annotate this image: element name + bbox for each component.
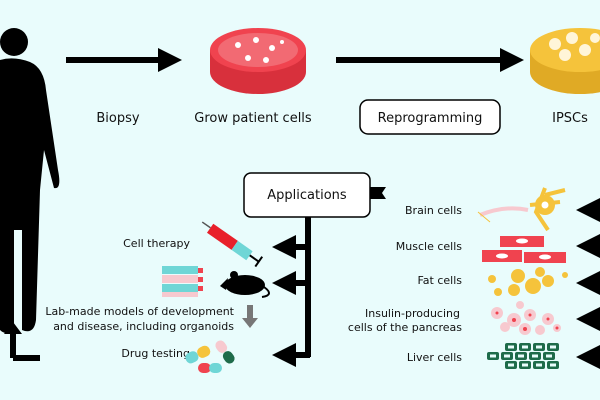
liver-cell-nucleus: [518, 354, 524, 358]
pills-icon: [185, 340, 235, 373]
syringe-icon: [201, 221, 264, 268]
insulin-cells-label-line2: cells of the pancreas: [348, 321, 462, 334]
brain-cell-icon: [477, 187, 566, 232]
liver-cell-nucleus: [532, 354, 538, 358]
liver-cell-nucleus: [546, 354, 552, 358]
liver-cell-nucleus: [522, 363, 528, 367]
insulin-cells-label-line1: Insulin-producing: [365, 307, 460, 320]
applications-flag: [368, 187, 386, 199]
liver-cell-nucleus: [508, 363, 514, 367]
ipsc-dish-icon: [530, 28, 600, 94]
liver-cell-nucleus: [522, 345, 528, 349]
liver-cell-nucleus: [508, 345, 514, 349]
liver-cells-icon: [487, 343, 559, 369]
lab-models-label-line1: Lab-made models of development: [45, 305, 234, 318]
lab-models-label-line2: and disease, including organoids: [53, 320, 234, 333]
muscle-cells-icon: [482, 236, 566, 263]
reprogramming-box: [359, 99, 501, 135]
return-arrow: [10, 332, 40, 361]
liver-cell-nucleus: [490, 354, 496, 358]
mouse-icon: [220, 271, 270, 298]
drug-testing-label: Drug testing: [121, 347, 190, 360]
biopsy-label: Biopsy: [96, 111, 140, 126]
fat-cells-icon: [488, 267, 568, 296]
liver-cells-label: Liver cells: [407, 351, 462, 364]
down-arrow-icon: [242, 305, 258, 328]
brain-cells-label: Brain cells: [405, 204, 462, 217]
applications-label: Applications: [267, 188, 347, 203]
grow-cells-label: Grow patient cells: [194, 111, 312, 126]
liver-cell-nucleus: [550, 363, 556, 367]
return-arrow-head: [4, 322, 22, 334]
ipscs-label: IPSCs: [552, 111, 588, 126]
reprogramming-label: Reprogramming: [378, 111, 483, 126]
pancreas-cells-icon: [491, 301, 561, 335]
liver-cell-nucleus: [536, 345, 542, 349]
fat-cells-label: Fat cells: [417, 274, 462, 287]
liver-cell-nucleus: [504, 354, 510, 358]
patient-cells-dish-icon: [210, 28, 306, 94]
cell-culture-flasks-icon: [162, 266, 203, 297]
muscle-cells-label: Muscle cells: [396, 240, 462, 253]
liver-cell-nucleus: [550, 345, 556, 349]
liver-cell-nucleus: [536, 363, 542, 367]
human-silhouette-icon: [0, 28, 60, 334]
cell-therapy-label: Cell therapy: [123, 237, 190, 250]
